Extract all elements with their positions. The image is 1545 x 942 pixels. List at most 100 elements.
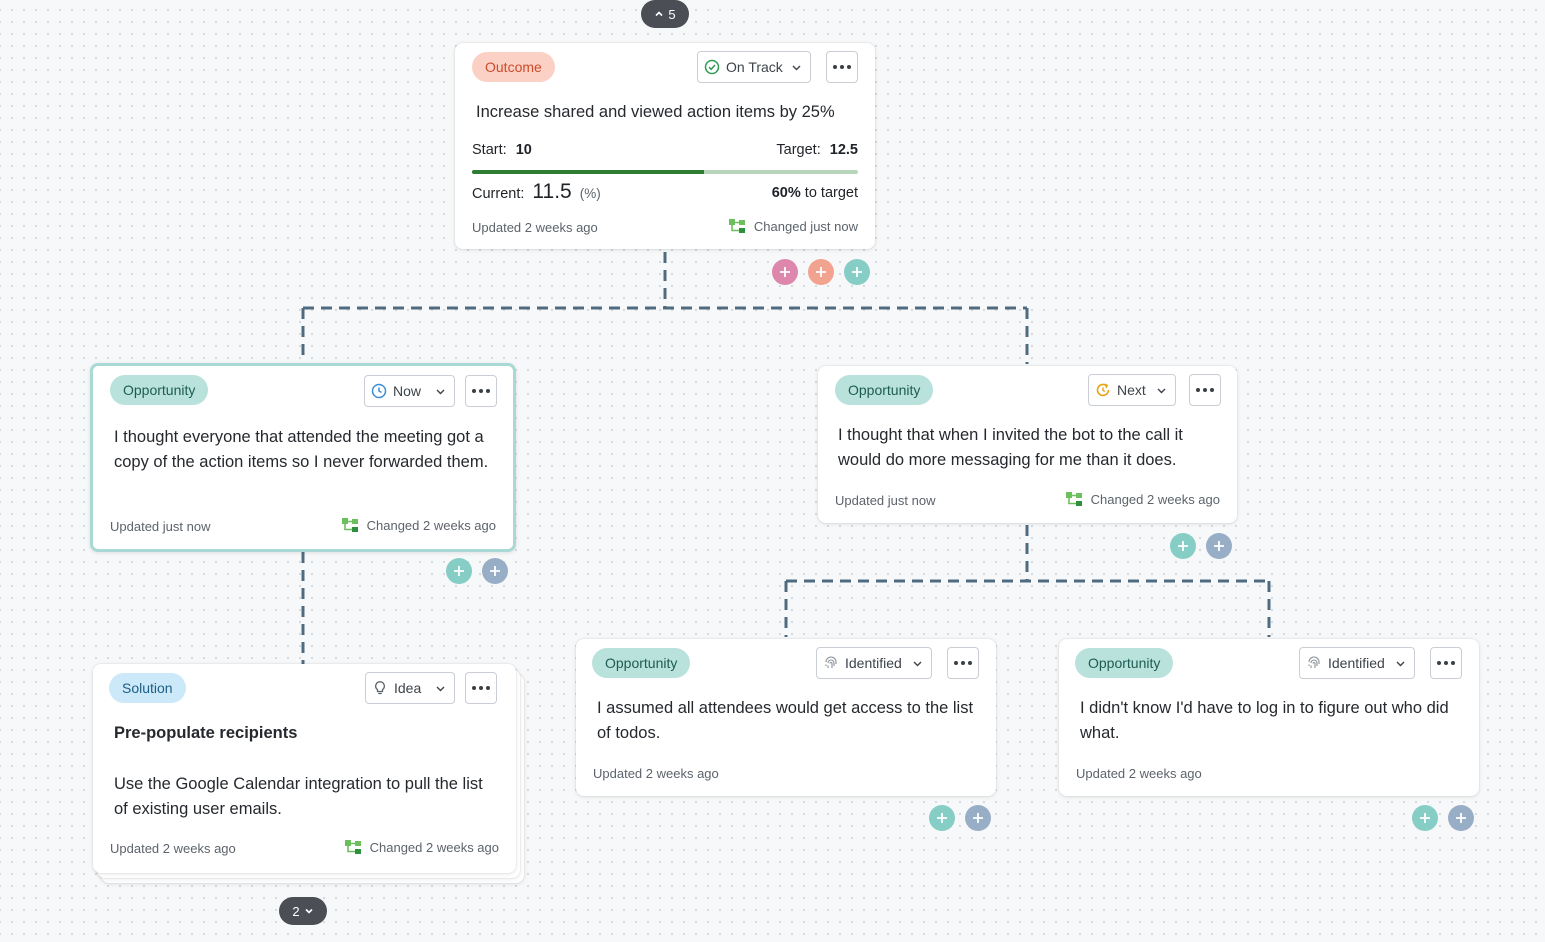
opportunity-card-todos[interactable]: Opportunity Identified I assumed all att… <box>576 639 996 796</box>
chevron-down-icon <box>305 908 313 914</box>
changed-indicator: Changed 2 weeks ago <box>341 518 496 533</box>
updated-text: Updated 2 weeks ago <box>593 766 719 781</box>
changed-indicator: Changed just now <box>728 219 858 234</box>
status-dropdown[interactable]: Identified <box>816 647 932 679</box>
add-child-button[interactable] <box>929 805 955 831</box>
chevron-down-icon <box>912 658 923 669</box>
plus-icon <box>937 813 947 823</box>
status-label: Idea <box>394 680 422 696</box>
changed-text: Changed 2 weeks ago <box>1090 492 1220 507</box>
collapse-count: 5 <box>668 6 676 22</box>
opportunity-text: I assumed all attendees would get access… <box>597 699 974 742</box>
start-label: Start: <box>472 142 507 158</box>
plus-icon <box>973 813 983 823</box>
add-child-button[interactable] <box>482 558 508 584</box>
connector-outcome <box>301 252 1029 364</box>
chevron-down-icon <box>1156 385 1167 396</box>
updated-text: Updated just now <box>835 493 936 508</box>
chevron-up-icon <box>655 11 663 17</box>
tree-structure-icon <box>344 840 362 855</box>
plus-icon <box>1456 813 1466 823</box>
expand-count: 2 <box>292 903 300 919</box>
plus-icon <box>1420 813 1430 823</box>
changed-text: Changed 2 weeks ago <box>366 518 496 533</box>
opportunity-text: I thought that when I invited the bot to… <box>838 426 1183 469</box>
opportunity-tag: Opportunity <box>592 648 691 678</box>
changed-indicator: Changed 2 weeks ago <box>344 840 499 855</box>
opportunity-tag: Opportunity <box>1075 648 1174 678</box>
tree-structure-icon <box>1065 492 1083 507</box>
start-value: 10 <box>515 142 532 158</box>
opportunity-tag: Opportunity <box>110 375 209 405</box>
fingerprint-icon <box>823 655 839 671</box>
opportunity-card-next[interactable]: Opportunity Next I thought that when I i… <box>818 366 1237 523</box>
refresh-clock-icon <box>1095 382 1111 398</box>
current-value: 11.5 <box>532 180 572 203</box>
clock-icon <box>371 383 387 399</box>
current-row: Current: 11.5 (%) <box>472 180 601 204</box>
tree-structure-icon <box>728 219 746 234</box>
status-dropdown[interactable]: Idea <box>365 672 456 704</box>
more-options-button[interactable] <box>826 51 858 83</box>
add-child-button[interactable] <box>446 558 472 584</box>
add-child-button[interactable] <box>1412 805 1438 831</box>
connector-next-children <box>784 525 1271 637</box>
more-options-button[interactable] <box>1189 374 1221 406</box>
collapse-children-button[interactable]: 5 <box>641 0 689 28</box>
more-options-button[interactable] <box>1430 647 1462 679</box>
current-label: Current: <box>472 186 525 202</box>
percent-value: 60% <box>771 185 801 201</box>
target-row: Target: 12.5 <box>776 142 858 158</box>
more-options-button[interactable] <box>465 672 497 704</box>
progress-fill <box>472 170 704 174</box>
add-child-button[interactable] <box>1170 533 1196 559</box>
more-options-button[interactable] <box>947 647 979 679</box>
lightbulb-icon <box>372 680 388 696</box>
solution-tag: Solution <box>109 673 186 703</box>
status-label: Next <box>1117 382 1146 398</box>
add-child-button[interactable] <box>772 259 798 285</box>
current-unit: (%) <box>579 186 601 201</box>
chevron-down-icon <box>1395 658 1406 669</box>
plus-icon <box>490 566 500 576</box>
status-label: Now <box>393 383 422 399</box>
percent-to-target: 60% to target <box>772 185 858 201</box>
check-circle-icon <box>704 59 720 75</box>
changed-text: Changed just now <box>753 219 858 234</box>
add-child-button[interactable] <box>1206 533 1232 559</box>
more-options-button[interactable] <box>465 375 497 407</box>
opportunity-text: I thought everyone that attended the mee… <box>114 428 489 471</box>
target-value: 12.5 <box>829 142 858 158</box>
updated-text: Updated 2 weeks ago <box>110 841 236 856</box>
updated-text: Updated 2 weeks ago <box>472 220 598 235</box>
plus-icon <box>852 267 862 277</box>
solution-title: Pre-populate recipients <box>114 724 298 742</box>
chevron-down-icon <box>435 386 446 397</box>
updated-text: Updated 2 weeks ago <box>1076 766 1202 781</box>
status-label: Identified <box>1328 655 1385 671</box>
status-dropdown[interactable]: Now <box>364 375 456 407</box>
outcome-status-dropdown[interactable]: On Track <box>697 51 811 83</box>
opportunity-card-now[interactable]: Opportunity Now I thought everyone that … <box>90 363 516 552</box>
status-dropdown[interactable]: Next <box>1088 374 1176 406</box>
opportunity-tag: Opportunity <box>835 375 934 405</box>
add-child-button[interactable] <box>844 259 870 285</box>
add-child-button[interactable] <box>808 259 834 285</box>
plus-icon <box>780 267 790 277</box>
outcome-card[interactable]: Outcome On Track Increase shared and vie… <box>455 43 875 249</box>
status-dropdown[interactable]: Identified <box>1299 647 1415 679</box>
chevron-down-icon <box>791 62 802 73</box>
opportunity-text: I didn't know I'd have to log in to figu… <box>1080 699 1449 742</box>
add-child-button[interactable] <box>965 805 991 831</box>
add-child-button[interactable] <box>1448 805 1474 831</box>
plus-icon <box>454 566 464 576</box>
opportunity-card-login[interactable]: Opportunity Identified I didn't know I'd… <box>1059 639 1479 796</box>
percent-suffix: to target <box>804 185 858 201</box>
outcome-tag: Outcome <box>472 52 555 82</box>
solution-card[interactable]: Solution Idea Pre-populate recipients Us… <box>93 664 516 873</box>
progress-bar <box>472 170 858 174</box>
solution-text: Use the Google Calendar integration to p… <box>114 775 483 818</box>
expand-stack-button[interactable]: 2 <box>279 897 327 925</box>
status-label: Identified <box>845 655 902 671</box>
outcome-title: Increase shared and viewed action items … <box>476 103 835 121</box>
